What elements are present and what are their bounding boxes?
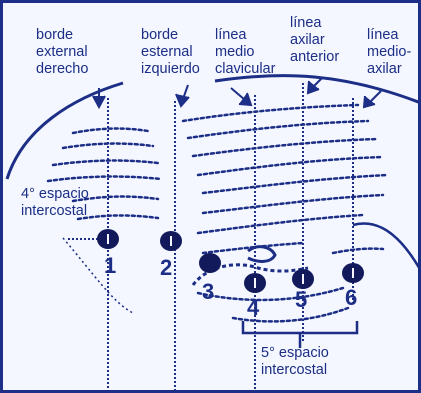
label-line: línea: [290, 15, 339, 32]
lead-number-6: 6: [345, 285, 357, 310]
label-line: medio: [215, 44, 275, 61]
label-line: borde: [36, 27, 88, 44]
label-line: axilar: [290, 32, 339, 49]
ribs: [48, 105, 388, 321]
label-line: 4° espacio: [21, 186, 89, 203]
label-fourth-intercostal-space: 4° espacio intercostal: [21, 186, 89, 220]
abdomen-outline: [63, 238, 133, 313]
breast-outline: [353, 224, 421, 271]
label-right-sternal-border: borde external derecho: [36, 27, 88, 78]
lead-number-5: 5: [295, 287, 307, 312]
label-line: axilar: [367, 61, 411, 78]
label-line: anterior: [290, 49, 339, 66]
label-anterior-axillary-line: línea axilar anterior: [290, 15, 339, 66]
label-line: medio-: [367, 44, 411, 61]
lead-number-1: 1: [104, 253, 116, 278]
lead-number-4: 4: [247, 295, 260, 320]
electrodes: [97, 229, 364, 293]
label-line: izquierdo: [141, 61, 200, 78]
label-line: intercostal: [261, 362, 329, 379]
label-mid-axillary-line: línea medio- axilar: [367, 27, 411, 78]
label-line: external: [36, 44, 88, 61]
label-left-sternal-border: borde esternal izquierdo: [141, 27, 200, 78]
electrode-v3: [199, 253, 221, 273]
label-fifth-intercostal-space: 5° espacio intercostal: [261, 345, 329, 379]
lead-number-3: 3: [202, 279, 214, 304]
label-line: línea: [215, 27, 275, 44]
lead-number-2: 2: [160, 255, 172, 280]
label-line: 5° espacio: [261, 345, 329, 362]
fifth-space-bracket: [243, 321, 357, 348]
label-midclavicular-line: línea medio clavicular: [215, 27, 275, 78]
label-line: clavicular: [215, 61, 275, 78]
label-line: intercostal: [21, 203, 89, 220]
leader-arrows: [93, 77, 381, 107]
label-line: derecho: [36, 61, 88, 78]
label-line: esternal: [141, 44, 200, 61]
label-line: borde: [141, 27, 200, 44]
label-line: línea: [367, 27, 411, 44]
